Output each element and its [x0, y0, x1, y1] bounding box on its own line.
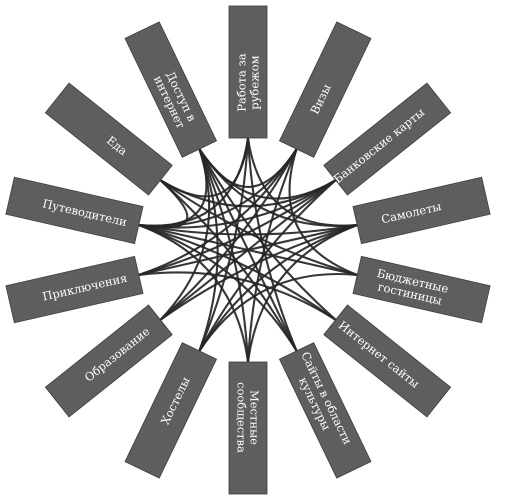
node-tile [323, 82, 452, 196]
node-tile [5, 176, 144, 245]
node-tile [124, 21, 218, 158]
node-tile [44, 304, 173, 418]
node-label: Местные [248, 390, 262, 445]
node-priklyucheniya: Приключения [5, 255, 144, 324]
node-obrazovanie: Образование [44, 304, 173, 418]
link-eda-rabota [159, 136, 250, 198]
link-hostely-dostup [198, 148, 219, 352]
link-vizy-gostinitsy [288, 148, 359, 276]
link-gostinitsy-eda [159, 179, 359, 276]
node-tile [44, 82, 173, 196]
node-tile [323, 304, 452, 418]
link-hostely-samolety [198, 224, 359, 352]
links-layer [137, 136, 359, 364]
node-tile [352, 255, 491, 324]
link-priklyucheniya-vizy [137, 148, 298, 276]
node-tile [278, 21, 372, 158]
link-internet_saity-putevoditeli [137, 224, 337, 321]
link-vizy-obrazovanie [159, 148, 298, 321]
node-bank: Банковские карты [323, 82, 452, 196]
node-vizy: Визы [278, 21, 372, 158]
node-tile [124, 342, 218, 479]
link-kultura-putevoditeli [137, 224, 298, 352]
node-label: сообщества [235, 382, 249, 453]
node-hostely: Хостелы [124, 342, 218, 479]
link-dostup-bank [198, 148, 337, 200]
node-tile [352, 176, 491, 245]
link-samolety-soobshchestva [246, 224, 359, 364]
node-label: Работа за [235, 53, 249, 112]
node-eda: Еда [44, 82, 173, 196]
link-putevoditeli-dostup [137, 148, 208, 228]
node-internet_saity: Интернет сайты [323, 304, 452, 418]
link-samolety-putevoditeli [137, 224, 359, 236]
node-tile [228, 5, 268, 139]
node-label: рубежом [248, 55, 262, 109]
node-tile [278, 342, 372, 479]
node-tile [228, 361, 268, 495]
node-label: Банковские карты [331, 105, 427, 186]
link-priklyucheniya-samolety [137, 224, 359, 276]
node-samolety: Самолеты [352, 176, 491, 245]
node-tile [5, 255, 144, 324]
link-internet_saity-priklyucheniya [137, 271, 337, 321]
node-putevoditeli: Путеводители [5, 176, 144, 245]
link-bank-hostely [198, 179, 337, 352]
